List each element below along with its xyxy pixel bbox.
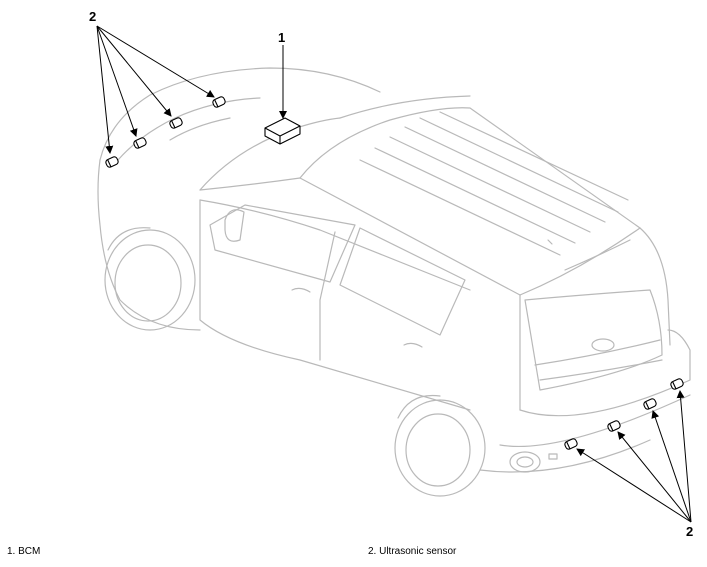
legend-item-ultrasonic-sensor: 2. Ultrasonic sensor — [368, 546, 457, 557]
leader-lines — [96, 25, 692, 523]
rear-sensors — [564, 378, 684, 450]
callout-bcm: 1 — [278, 30, 286, 45]
rear-sensor-1 — [564, 438, 578, 450]
front-sensor-3 — [169, 117, 183, 129]
rear-sensor-4 — [670, 378, 684, 390]
leader-rear-4 — [676, 390, 692, 523]
leader-rear-2 — [617, 431, 692, 523]
leader-front-3 — [96, 25, 172, 117]
leader-front-1 — [96, 25, 114, 154]
callout-front-sensors: 2 — [89, 9, 97, 24]
bcm-module — [264, 117, 301, 145]
vehicle-outline — [97, 67, 691, 497]
leader-rear-1 — [576, 448, 692, 523]
front-sensor-1 — [105, 156, 119, 168]
front-sensor-2 — [133, 137, 147, 149]
leader-front-2 — [96, 25, 138, 137]
front-sensor-4 — [212, 96, 226, 108]
leader-front-4 — [96, 25, 215, 98]
front-sensors — [105, 96, 226, 168]
leader-rear-3 — [651, 410, 692, 523]
rear-sensor-3 — [643, 398, 657, 410]
rear-sensor-2 — [607, 420, 621, 432]
callout-rear-sensors: 2 — [686, 524, 694, 539]
legend-item-bcm: 1. BCM — [7, 546, 41, 557]
